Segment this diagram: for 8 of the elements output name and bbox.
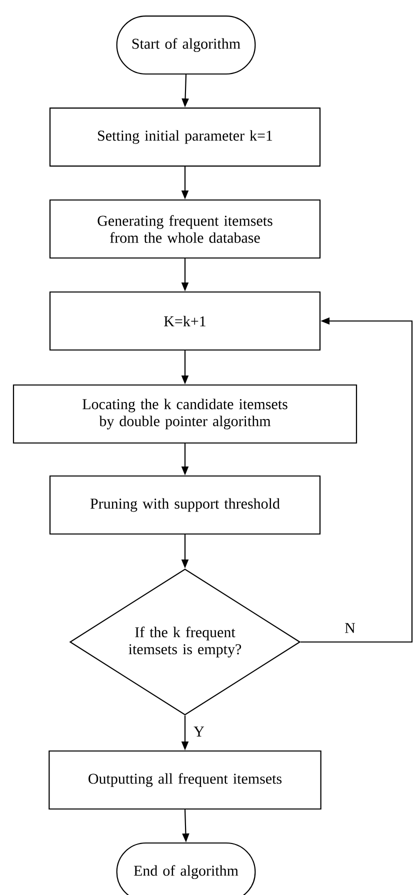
process-box: Outputting all frequent itemsets <box>48 750 322 810</box>
process-box: Locating the k candidate itemsets by double pointer algorithm <box>12 384 358 444</box>
process-box: Setting initial parameter k=1 <box>49 107 321 167</box>
edge-label: N <box>344 622 356 634</box>
edge-label: Y <box>192 726 206 738</box>
process-box: K=k+1 <box>49 291 321 351</box>
process-box: Pruning with support threshold <box>49 475 321 535</box>
process-box: Generating frequent itemsets from the whole database <box>49 199 321 259</box>
